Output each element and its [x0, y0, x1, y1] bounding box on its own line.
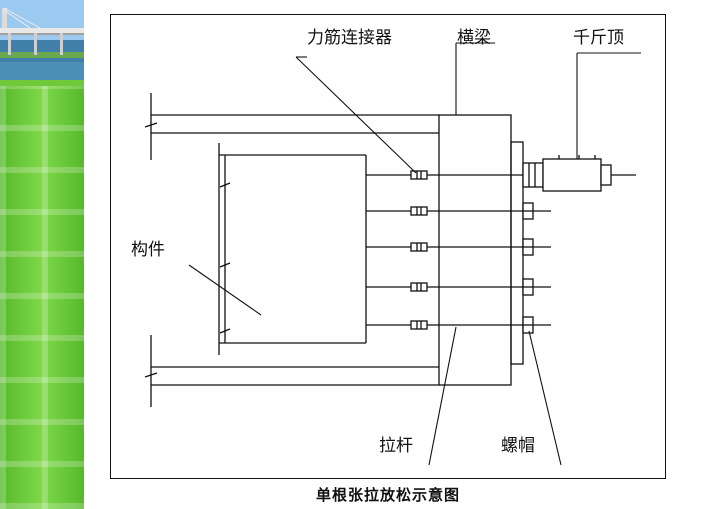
jack [522, 155, 612, 192]
diagram-frame: 力筋连接器 横梁 千斤顶 构件 拉杆 螺帽 [110, 14, 666, 479]
label-nut: 螺帽 [501, 436, 535, 456]
bridge-thumbnail-image [0, 0, 84, 80]
tensioning-diagram: 力筋连接器 横梁 千斤顶 构件 拉杆 螺帽 [131, 28, 641, 466]
diagram-caption: 单根张拉放松示意图 [315, 486, 460, 504]
label-crossbeam: 横梁 [457, 28, 491, 48]
member-outline [218, 143, 367, 355]
crossbeam [438, 114, 512, 386]
leader-lines [188, 42, 641, 466]
lower-slab [144, 335, 439, 407]
label-connector: 力筋连接器 [307, 28, 392, 48]
upper-slab [144, 93, 439, 160]
tendon-connectors [410, 170, 428, 330]
label-member: 构件 [131, 240, 165, 260]
tendons [366, 174, 636, 326]
plaid-decoration [0, 86, 84, 509]
label-tie-rod: 拉杆 [379, 436, 413, 456]
nuts [522, 202, 534, 334]
decorative-sidebar [0, 0, 84, 509]
label-jack: 千斤顶 [573, 28, 624, 48]
